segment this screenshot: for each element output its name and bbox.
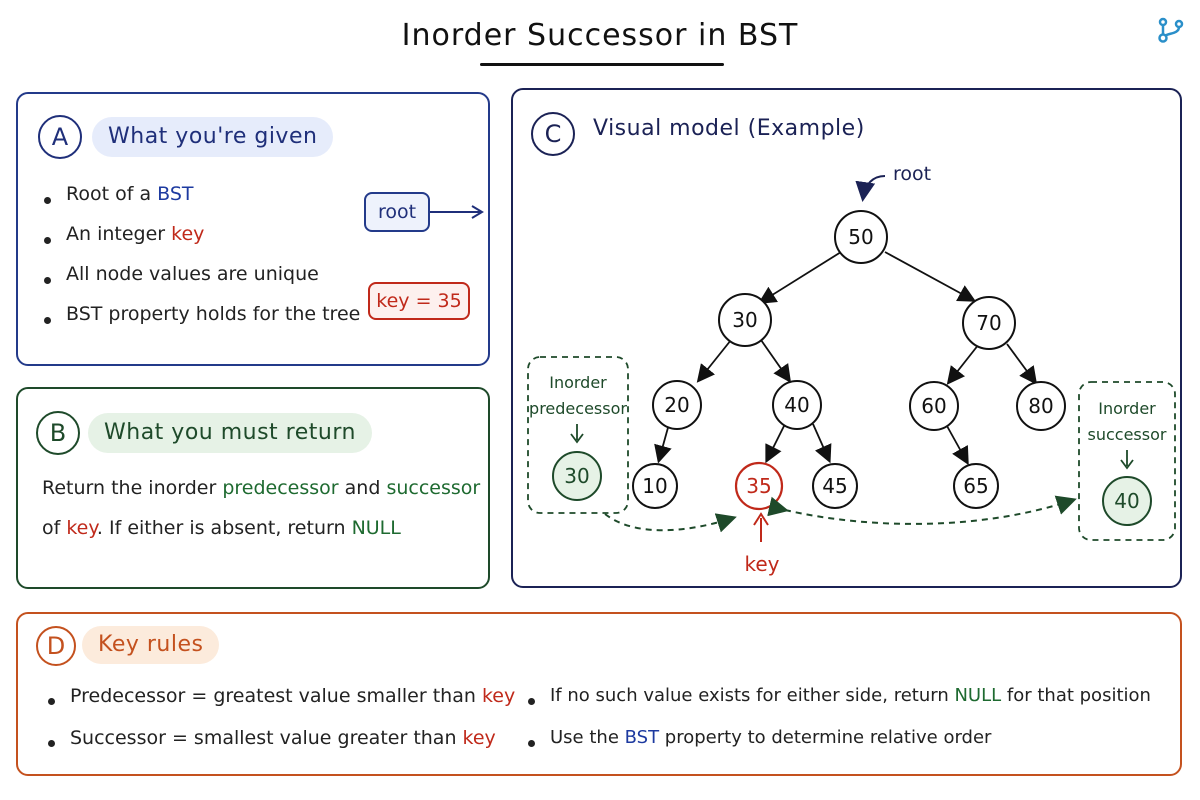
predecessor-down-arrow xyxy=(570,424,584,444)
node-50 xyxy=(834,210,888,264)
node-60-label: 60 xyxy=(921,394,946,418)
successor-title-1: Inorder xyxy=(1098,399,1156,418)
successor-box xyxy=(1078,381,1176,541)
predecessor-link-arrow xyxy=(604,513,737,533)
rule-item: Predecessor = greatest value smaller tha… xyxy=(46,680,515,722)
bullet-item: All node values are unique xyxy=(42,260,360,300)
heading-given: What you're given xyxy=(92,117,334,157)
heading-visual-model: Visual model (Example) xyxy=(593,116,865,141)
node-35-label: 35 xyxy=(746,474,771,498)
rule-item: Successor = smallest value greater than … xyxy=(46,722,515,764)
bst-diagram: root 50 30 70 20 40 xyxy=(527,163,1176,576)
edge xyxy=(757,251,842,304)
key-tag: key = 35 xyxy=(368,282,470,320)
successor-link-arrow xyxy=(767,495,1077,525)
edge xyxy=(946,343,980,385)
node-20-label: 20 xyxy=(664,393,689,417)
badge-b: B xyxy=(36,411,80,455)
panel-key-rules: D Key rules Predecessor = greatest value… xyxy=(16,612,1182,776)
successor-value: 40 xyxy=(1114,489,1139,513)
heading-key-rules: Key rules xyxy=(82,626,220,664)
edge xyxy=(765,423,786,464)
node-40-label: 40 xyxy=(784,393,809,417)
successor-node xyxy=(1102,476,1152,526)
edge xyxy=(696,339,732,383)
panel-given: A What you're given Root of a BST An int… xyxy=(16,92,490,366)
root-arrow xyxy=(430,205,484,219)
node-60 xyxy=(909,381,959,431)
bullet-item: BST property holds for the tree xyxy=(42,300,360,340)
branch-icon xyxy=(1158,17,1184,43)
node-50-label: 50 xyxy=(848,225,873,249)
predecessor-value: 30 xyxy=(564,464,589,488)
return-line-2: of key. If either is absent, return NULL xyxy=(42,517,401,539)
edge xyxy=(884,251,977,302)
panel-visual-model: C Visual model (Example) root xyxy=(511,88,1182,588)
badge-a: A xyxy=(38,115,82,159)
bullet-item: Root of a BST xyxy=(42,180,360,220)
badge-d: D xyxy=(36,626,76,666)
title-underline xyxy=(480,63,724,66)
panel-return: B What you must return Return the inorde… xyxy=(16,387,490,589)
edge xyxy=(946,425,969,466)
node-70 xyxy=(962,296,1016,350)
bullet-item: An integer key xyxy=(42,220,360,260)
node-10-label: 10 xyxy=(642,474,667,498)
edge xyxy=(760,339,792,383)
page-title: Inorder Successor in BST xyxy=(401,18,799,53)
node-65-label: 65 xyxy=(963,474,988,498)
edge xyxy=(654,423,672,464)
successor-down-arrow xyxy=(1120,450,1134,470)
heading-return: What you must return xyxy=(88,413,372,453)
successor-title-2: successor xyxy=(1088,425,1167,444)
predecessor-node xyxy=(552,451,602,501)
node-10 xyxy=(632,463,678,509)
node-30 xyxy=(718,293,772,347)
node-20 xyxy=(652,380,702,430)
root-pointer-arrow xyxy=(855,175,886,202)
badge-c: C xyxy=(531,112,575,156)
edge xyxy=(1006,343,1038,385)
return-line-1: Return the inorder predecessor and succe… xyxy=(42,477,481,499)
key-pointer-head xyxy=(753,512,769,526)
node-80 xyxy=(1016,381,1066,431)
node-45-label: 45 xyxy=(822,474,847,498)
predecessor-title-1: Inorder xyxy=(549,373,607,392)
node-40 xyxy=(772,380,822,430)
root-tag: root xyxy=(364,192,430,232)
rule-item: Use the BST property to determine relati… xyxy=(526,722,1151,764)
predecessor-title-2: predecessor xyxy=(529,399,627,418)
rule-item: If no such value exists for either side,… xyxy=(526,680,1151,722)
edge xyxy=(812,423,832,464)
node-70-label: 70 xyxy=(976,311,1001,335)
node-80-label: 80 xyxy=(1028,394,1053,418)
predecessor-box xyxy=(527,356,629,514)
key-label: key xyxy=(744,552,779,576)
root-label: root xyxy=(893,163,931,185)
node-30-label: 30 xyxy=(732,308,757,332)
